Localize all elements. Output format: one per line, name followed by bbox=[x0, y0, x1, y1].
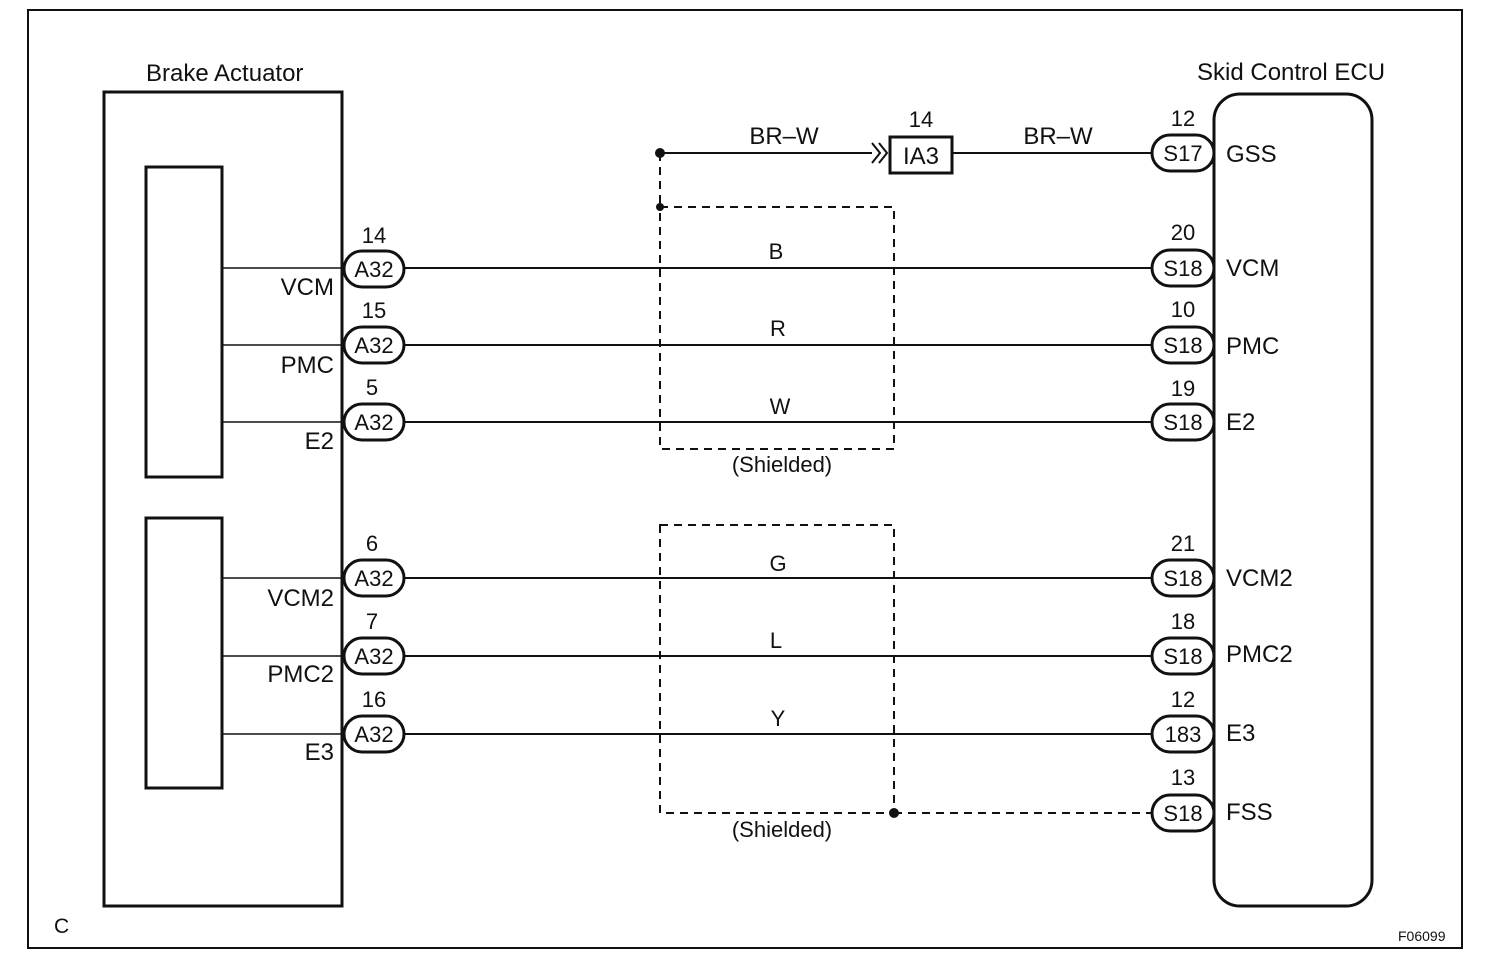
connector-s18-pmc2 bbox=[1150, 636, 1216, 676]
shield-label-1: (Shielded) bbox=[732, 452, 832, 477]
ecu-pin-label-pmc: PMC bbox=[1226, 333, 1279, 360]
connector-a32-pmc-label: A32 bbox=[354, 333, 393, 358]
connector-183-e3-label: 183 bbox=[1165, 722, 1202, 747]
connector-arrow-icon bbox=[871, 142, 889, 164]
actuator-pin-label-e2: E2 bbox=[305, 428, 334, 455]
shield-group-1 bbox=[659, 206, 895, 450]
connector-a32-vcm2 bbox=[342, 558, 406, 598]
connector-s18-pmc-label: S18 bbox=[1163, 333, 1202, 358]
connector-a32-pmc bbox=[342, 325, 406, 365]
connector-183-e3 bbox=[1150, 714, 1216, 754]
shield-1-splice-dot bbox=[656, 203, 664, 211]
ecu-connectors: S17 12 GSS S18 20 VCM S18 10 PMC S18 19 … bbox=[1150, 106, 1293, 833]
connector-s17-gss-label: S17 bbox=[1163, 141, 1202, 166]
connector-a32-vcm-label: A32 bbox=[354, 257, 393, 282]
gss-wire-color-right: BR–W bbox=[1023, 123, 1093, 150]
pin-number-a32-e3: 16 bbox=[362, 687, 386, 712]
actuator-pin-label-pmc2: PMC2 bbox=[267, 661, 334, 688]
connector-s18-vcm-label: S18 bbox=[1163, 256, 1202, 281]
connector-a32-e2-label: A32 bbox=[354, 410, 393, 435]
wire-color-pmc2: L bbox=[770, 628, 782, 653]
actuator-solenoid-1 bbox=[144, 165, 224, 479]
connector-s17-gss bbox=[1150, 133, 1216, 173]
wire-color-vcm2: G bbox=[769, 551, 786, 576]
ecu-pin-label-pmc2: PMC2 bbox=[1226, 641, 1293, 668]
connector-s18-e2-label: S18 bbox=[1163, 410, 1202, 435]
skid-control-ecu-box bbox=[1212, 92, 1374, 908]
pin-number-s18-fss: 13 bbox=[1171, 765, 1195, 790]
junction-pin-number: 14 bbox=[909, 107, 933, 132]
actuator-pin-label-vcm: VCM bbox=[281, 274, 334, 301]
connector-a32-pmc2 bbox=[342, 636, 406, 676]
frame-letter: C bbox=[54, 915, 69, 938]
wire-color-e2: W bbox=[770, 394, 791, 419]
gss-wire-color-left: BR–W bbox=[749, 123, 819, 150]
brake-actuator-box bbox=[102, 90, 344, 908]
connector-s18-fss bbox=[1150, 793, 1216, 833]
wire-color-vcm: B bbox=[769, 239, 784, 264]
pin-number-s18-vcm: 20 bbox=[1171, 220, 1195, 245]
shield-label-2: (Shielded) bbox=[732, 817, 832, 842]
actuator-pin-label-e3: E3 bbox=[305, 739, 334, 766]
connector-s18-vcm2-label: S18 bbox=[1163, 566, 1202, 591]
ecu-pin-label-gss: GSS bbox=[1226, 141, 1277, 168]
pin-number-a32-pmc2: 7 bbox=[366, 609, 378, 634]
connector-s18-pmc2-label: S18 bbox=[1163, 644, 1202, 669]
connector-a32-vcm bbox=[342, 249, 406, 289]
ecu-pin-label-vcm: VCM bbox=[1226, 255, 1279, 282]
pin-number-s17-gss: 12 bbox=[1171, 106, 1195, 131]
connector-s18-vcm bbox=[1150, 248, 1216, 288]
shield-2-splice-dot bbox=[889, 808, 899, 818]
connector-a32-e2 bbox=[342, 402, 406, 442]
connector-s18-fss-label: S18 bbox=[1163, 801, 1202, 826]
connector-a32-e3-label: A32 bbox=[354, 722, 393, 747]
connector-a32-e3 bbox=[342, 714, 406, 754]
pin-number-a32-e2: 5 bbox=[366, 375, 378, 400]
shield-group-2 bbox=[659, 524, 895, 814]
connector-a32-pmc2-label: A32 bbox=[354, 644, 393, 669]
actuator-connectors: A32 14 VCM A32 15 PMC A32 5 E2 A32 6 VCM… bbox=[267, 223, 406, 766]
pin-number-s18-pmc2: 18 bbox=[1171, 609, 1195, 634]
junction-connector-label: IA3 bbox=[903, 143, 939, 170]
pin-number-a32-pmc: 15 bbox=[362, 298, 386, 323]
junction-connector-ia3 bbox=[888, 135, 954, 175]
actuator-solenoid-2 bbox=[144, 516, 224, 790]
figure-id: F06099 bbox=[1398, 928, 1446, 944]
connector-s18-vcm2 bbox=[1150, 558, 1216, 598]
actuator-pin-label-pmc: PMC bbox=[281, 352, 334, 379]
pin-number-s18-e2: 19 bbox=[1171, 376, 1195, 401]
connector-a32-vcm2-label: A32 bbox=[354, 566, 393, 591]
harness-wires bbox=[222, 267, 1152, 735]
pin-number-s18-vcm2: 21 bbox=[1171, 531, 1195, 556]
connector-s18-e2 bbox=[1150, 402, 1216, 442]
pin-number-a32-vcm2: 6 bbox=[366, 531, 378, 556]
ecu-pin-label-vcm2: VCM2 bbox=[1226, 565, 1293, 592]
ecu-pin-label-e3: E3 bbox=[1226, 720, 1255, 747]
ecu-pin-label-fss: FSS bbox=[1226, 799, 1273, 826]
pin-number-183-e3: 12 bbox=[1171, 687, 1195, 712]
diagram-frame bbox=[27, 9, 1463, 949]
connector-s18-pmc bbox=[1150, 325, 1216, 365]
pin-number-s18-pmc: 10 bbox=[1171, 297, 1195, 322]
brake-actuator-title: Brake Actuator bbox=[146, 60, 303, 87]
wire-color-pmc: R bbox=[770, 316, 786, 341]
actuator-pin-label-vcm2: VCM2 bbox=[267, 585, 334, 612]
wire-color-e3: Y bbox=[771, 706, 786, 731]
skid-control-ecu-title: Skid Control ECU bbox=[1197, 59, 1385, 86]
pin-number-a32-vcm: 14 bbox=[362, 223, 386, 248]
ecu-pin-label-e2: E2 bbox=[1226, 409, 1255, 436]
